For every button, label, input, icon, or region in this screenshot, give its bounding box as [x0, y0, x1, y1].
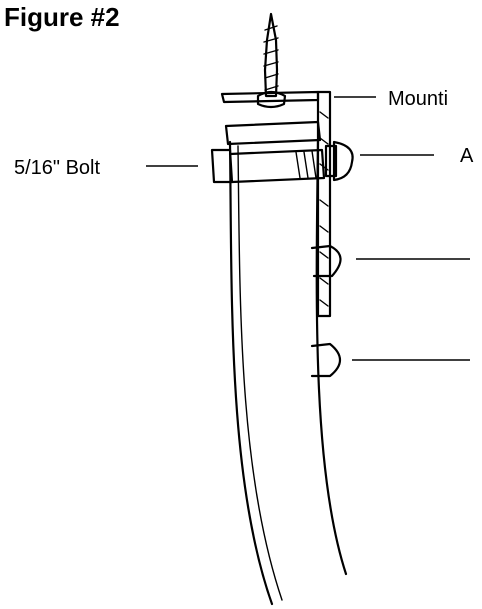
- bolt-illustration: [210, 140, 354, 184]
- mounting-bracket: [220, 90, 332, 318]
- cap-illustrations: [310, 244, 342, 378]
- label-bolt: 5/16" Bolt: [14, 157, 100, 179]
- pipe-illustration: [224, 120, 348, 606]
- label-cap: A: [460, 145, 474, 167]
- figure-title: Figure #2: [4, 2, 120, 32]
- label-mounting: Mounti: [388, 88, 448, 110]
